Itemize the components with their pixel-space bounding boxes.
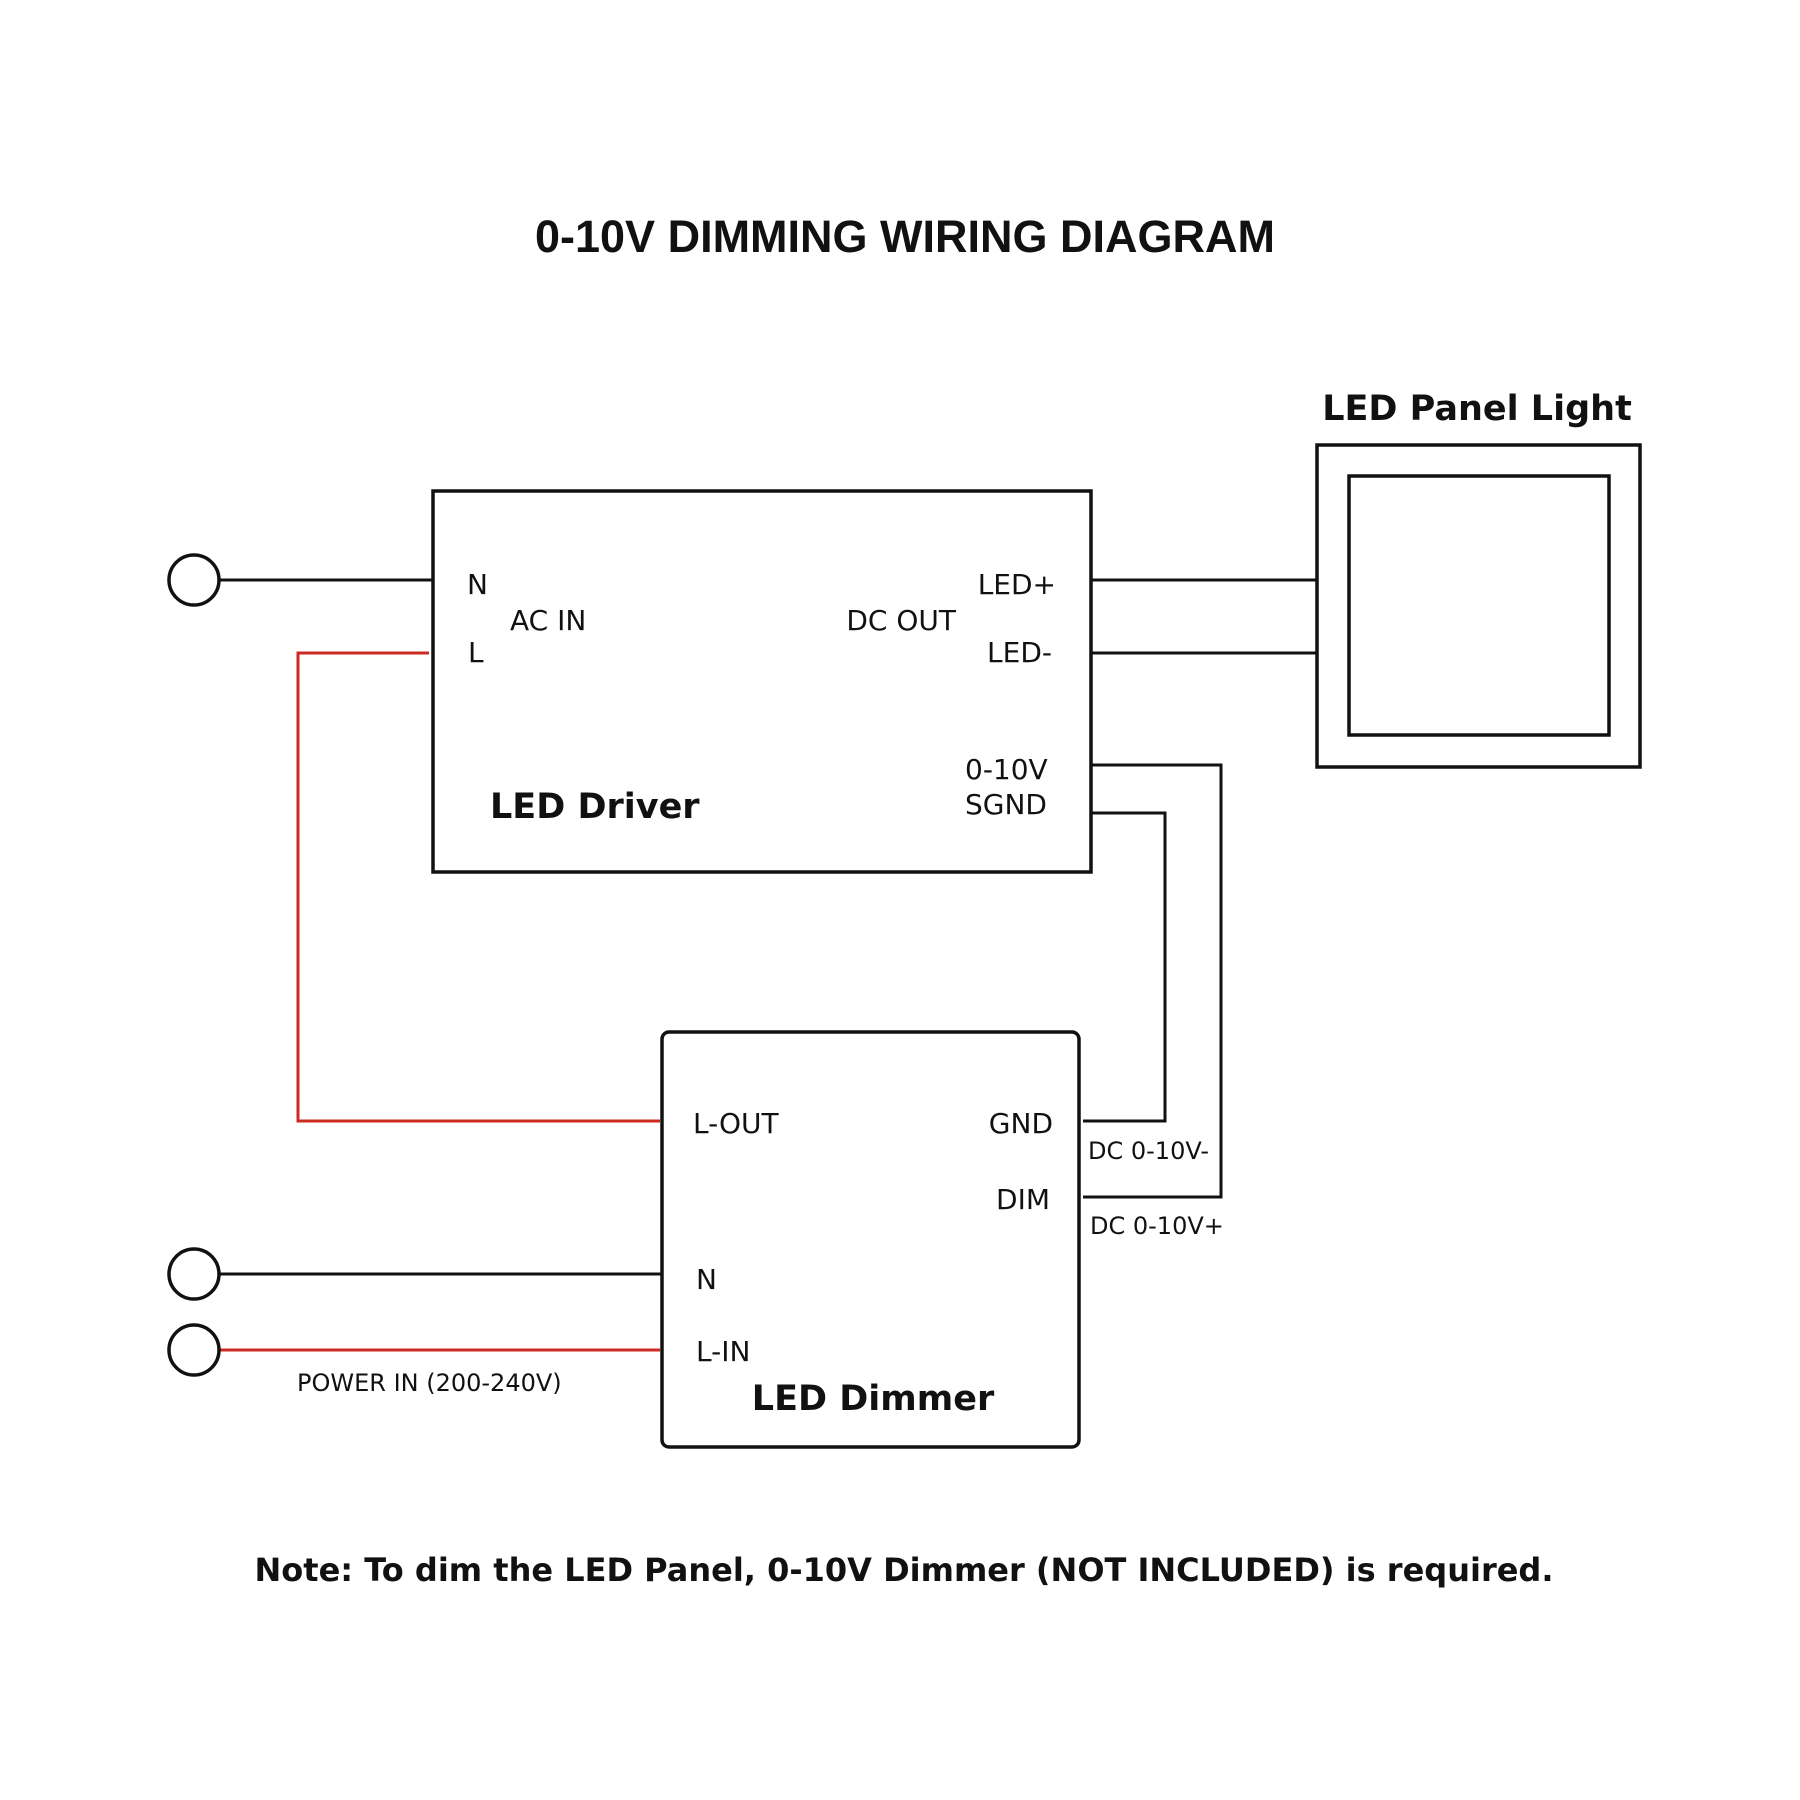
label-dc-0-10v-minus: DC 0-10V-: [1088, 1137, 1209, 1165]
driver-terminal-led-minus: LED-: [987, 636, 1052, 669]
label-power-in: POWER IN (200-240V): [297, 1369, 562, 1397]
wire-dim-plus: [1083, 763, 1223, 1199]
driver-name: LED Driver: [490, 787, 700, 827]
driver-terminal-n: N: [467, 568, 488, 601]
driver-dc-out-label: DC OUT: [846, 604, 957, 637]
led-panel-outer: [1315, 443, 1642, 769]
dimmer-terminal-dim: DIM: [996, 1183, 1050, 1216]
dimmer-terminal-l-out: L-OUT: [693, 1107, 780, 1140]
driver-terminal-led-plus: LED+: [978, 568, 1056, 601]
wire-driver-line-to-dimmer-l-out: [296, 651, 660, 1123]
input-terminal-neutral: [167, 1247, 221, 1301]
input-terminal-driver-neutral: [167, 553, 221, 607]
input-terminal-line: [167, 1323, 221, 1377]
led-driver-box: [431, 489, 1093, 874]
driver-terminal-l: L: [468, 636, 484, 669]
driver-ac-in-label: AC IN: [510, 604, 586, 637]
diagram-title: 0-10V DIMMING WIRING DIAGRAM: [535, 211, 1275, 262]
footnote: Note: To dim the LED Panel, 0-10V Dimmer…: [255, 1551, 1554, 1589]
driver-terminal-0-10v: 0-10V: [965, 753, 1048, 786]
dimmer-terminal-gnd: GND: [989, 1107, 1053, 1140]
wire-dim-minus: [1083, 811, 1167, 1123]
label-dc-0-10v-plus: DC 0-10V+: [1090, 1212, 1224, 1240]
dimmer-terminal-n: N: [696, 1263, 717, 1296]
dimmer-name: LED Dimmer: [752, 1379, 995, 1419]
led-dimmer-box: [660, 1030, 1081, 1449]
dimmer-terminal-l-in: L-IN: [696, 1335, 750, 1368]
driver-terminal-sgnd: SGND: [965, 788, 1047, 821]
panel-name: LED Panel Light: [1322, 389, 1632, 429]
led-panel-inner: [1347, 474, 1611, 737]
